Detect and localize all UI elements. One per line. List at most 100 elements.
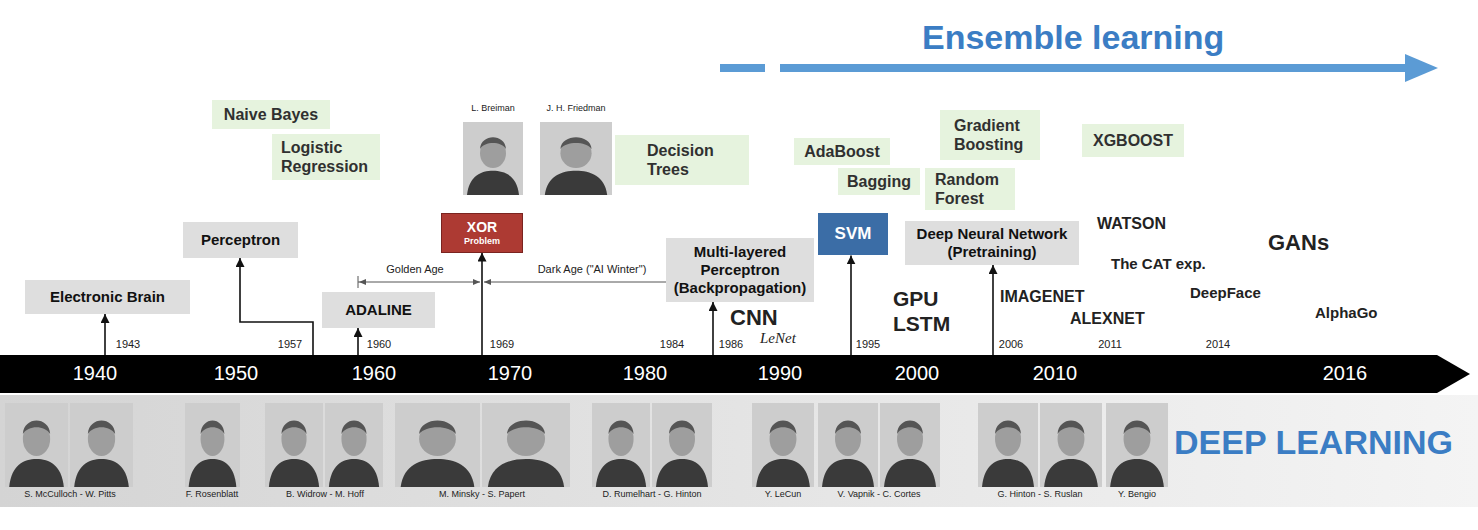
decade-label: 2016 xyxy=(1323,363,1368,383)
method-box: Random Forest xyxy=(925,168,1015,210)
milestone-label: LeNet xyxy=(760,331,796,346)
ensemble-arrow-dash xyxy=(720,64,765,72)
portrait xyxy=(325,403,383,487)
person-name: J. H. Friedman xyxy=(546,104,605,113)
box-text: Bagging xyxy=(847,172,911,191)
year-label: 1943 xyxy=(116,339,140,350)
method-box: XGBOOST xyxy=(1082,124,1184,157)
timeline-arrow xyxy=(240,258,313,355)
year-label: 2011 xyxy=(1098,339,1122,350)
portrait xyxy=(482,403,570,487)
portrait xyxy=(265,403,323,487)
portrait xyxy=(1040,403,1102,487)
portrait xyxy=(540,122,612,195)
section-title: DEEP LEARNING xyxy=(1174,425,1453,459)
person-name: L. Breiman xyxy=(471,104,515,113)
timeline-arrow xyxy=(481,253,483,355)
year-label: 2014 xyxy=(1206,339,1230,350)
portrait xyxy=(70,403,133,487)
milestone-label: GPU xyxy=(893,288,939,309)
box-text: AdaBoost xyxy=(804,142,880,161)
portrait xyxy=(752,403,814,487)
method-box: Bagging xyxy=(838,168,920,195)
milestone-label: GANs xyxy=(1268,232,1329,254)
era-arrowhead xyxy=(484,279,491,285)
milestone-label: ALEXNET xyxy=(1070,311,1145,327)
year-label: 1995 xyxy=(856,339,880,350)
timeline-arrow xyxy=(850,255,852,355)
year-label: 2006 xyxy=(999,339,1023,350)
milestone-box: Multi-layered Perceptron (Backpropagatio… xyxy=(666,238,814,302)
box-text: Logistic Regression xyxy=(281,138,371,176)
box-text: XGBOOST xyxy=(1092,131,1174,150)
era-line xyxy=(358,282,480,283)
milestone-label: CNN xyxy=(730,307,778,329)
era-label: Golden Age xyxy=(386,264,444,275)
person-name: M. Minsky - S. Papert xyxy=(439,490,525,499)
person-name: B. Widrow - M. Hoff xyxy=(286,490,364,499)
ensemble-arrow-shaft xyxy=(780,64,1407,72)
box-text: Perceptron xyxy=(200,231,281,249)
person-name: V. Vapnik - C. Cortes xyxy=(837,490,920,499)
portrait-band xyxy=(0,395,1478,507)
person-name: F. Rosenblatt xyxy=(186,490,239,499)
section-title: Ensemble learning xyxy=(922,20,1224,54)
method-box: Decision Trees xyxy=(615,135,749,185)
method-box: Logistic Regression xyxy=(272,134,380,180)
method-box: AdaBoost xyxy=(794,138,890,165)
method-box: Naive Bayes xyxy=(212,100,330,129)
box-text: ADALINE xyxy=(344,301,413,319)
timeline-bar-fill xyxy=(0,355,1470,393)
year-label: 1960 xyxy=(367,339,391,350)
milestone-label: IMAGENET xyxy=(1000,289,1084,305)
portrait xyxy=(5,403,68,487)
year-label: 1957 xyxy=(278,339,302,350)
era-arrowhead xyxy=(359,279,366,285)
person-name: S. McCulloch - W. Pitts xyxy=(24,490,116,499)
person-name: Y. Bengio xyxy=(1118,490,1156,499)
decade-label: 1940 xyxy=(73,363,118,383)
box-text: Electronic Brain xyxy=(49,288,166,306)
milestone-box: ADALINE xyxy=(322,292,435,328)
person-name: G. Hinton - S. Ruslan xyxy=(997,490,1082,499)
era-arrowhead xyxy=(473,279,480,285)
timeline-arrow xyxy=(357,328,359,355)
portrait xyxy=(395,403,480,487)
timeline-arrow xyxy=(104,314,106,355)
portrait xyxy=(463,122,523,195)
box-text: Naive Bayes xyxy=(223,105,319,124)
decade-label: 1960 xyxy=(352,363,397,383)
box-text: XOR xyxy=(462,219,502,236)
portrait xyxy=(818,403,878,487)
portrait xyxy=(185,403,240,487)
era-tick xyxy=(358,276,359,288)
year-label: 1984 xyxy=(660,339,684,350)
box-text: Problem xyxy=(462,236,502,247)
method-box: Gradient Boosting xyxy=(940,110,1040,160)
portrait xyxy=(1106,403,1168,487)
ensemble-arrow-head xyxy=(1405,54,1438,82)
box-text: Decision Trees xyxy=(647,141,717,179)
milestone-box: Perceptron xyxy=(183,222,298,258)
timeline-bar: 194019501960197019801990200020102016 xyxy=(0,355,1470,393)
decade-label: 1990 xyxy=(758,363,803,383)
era-line xyxy=(484,282,666,283)
milestone-label: LSTM xyxy=(893,313,950,334)
year-label: 1986 xyxy=(719,339,743,350)
decade-label: 1970 xyxy=(488,363,533,383)
year-label: 1969 xyxy=(490,339,514,350)
person-name: D. Rumelhart - G. Hinton xyxy=(602,490,701,499)
milestone-label: The CAT exp. xyxy=(1111,256,1206,271)
decade-label: 2010 xyxy=(1033,363,1078,383)
era-label: Dark Age ("AI Winter") xyxy=(538,264,647,275)
decade-label: 1980 xyxy=(623,363,668,383)
person-name: Y. LeCun xyxy=(765,490,801,499)
box-text: SVM xyxy=(834,224,872,244)
portrait xyxy=(880,403,940,487)
box-text: Deep Neural Network (Pretraining) xyxy=(915,225,1069,261)
milestone-box: Deep Neural Network (Pretraining) xyxy=(905,221,1079,265)
box-text: Random Forest xyxy=(935,170,1005,208)
milestone-box: Electronic Brain xyxy=(25,280,190,314)
portrait xyxy=(652,403,712,487)
